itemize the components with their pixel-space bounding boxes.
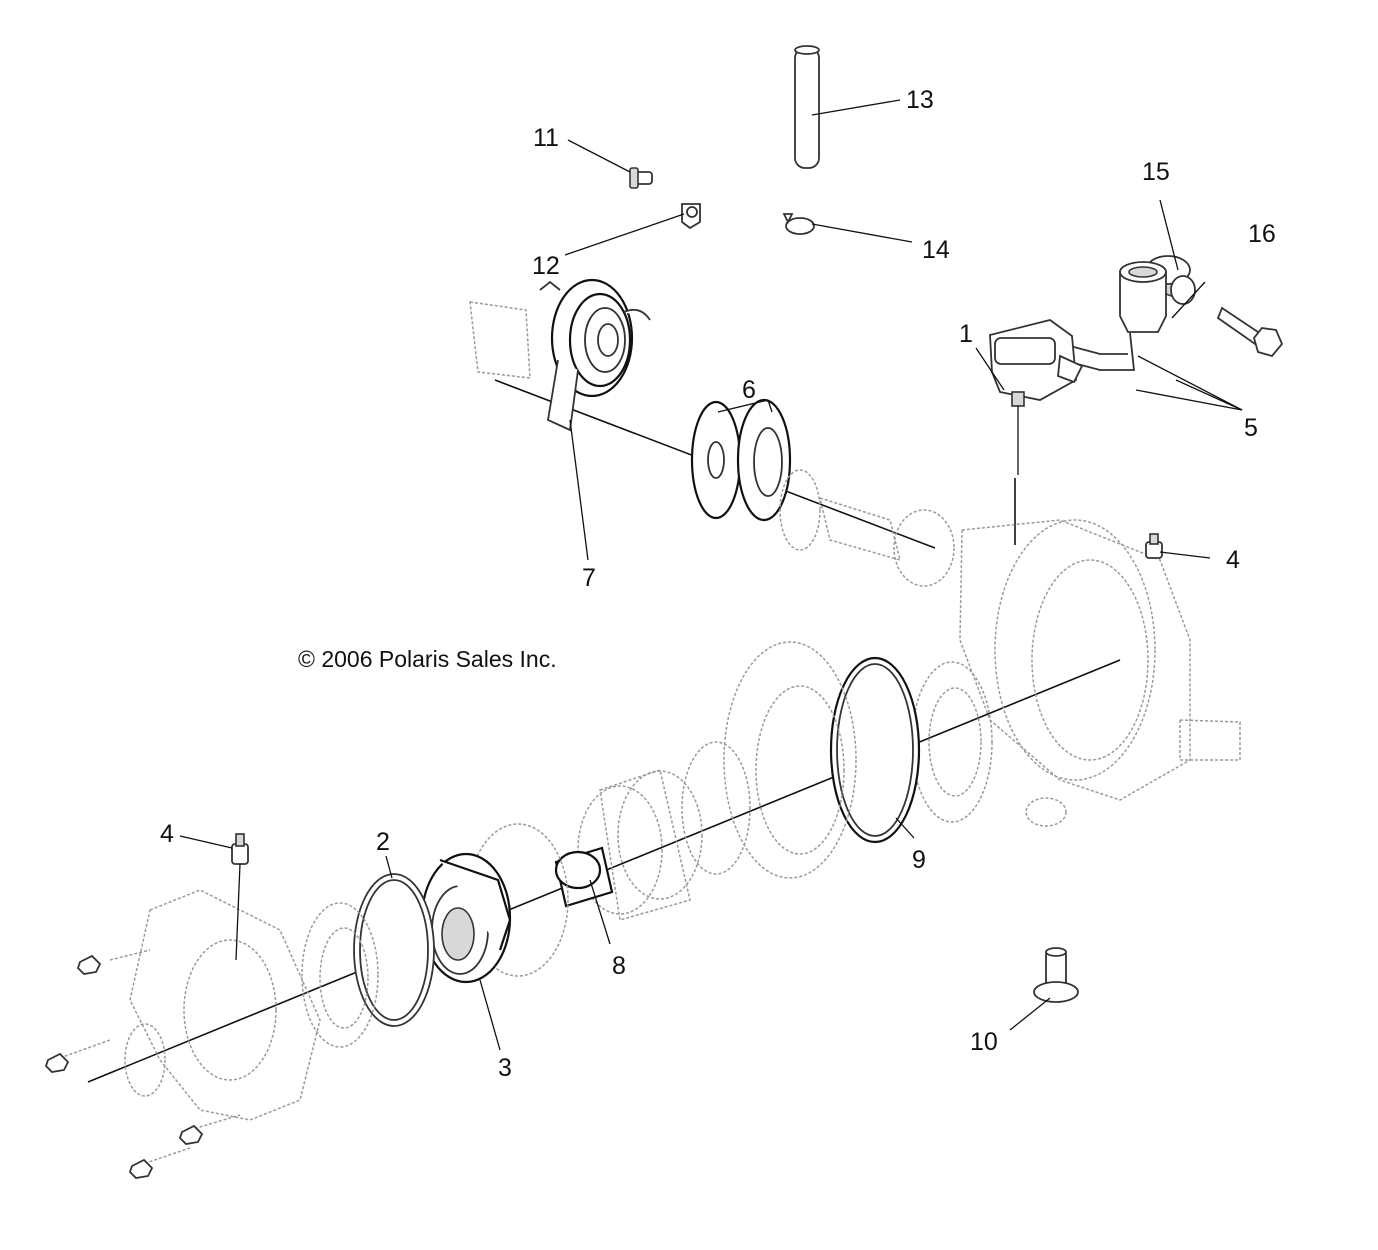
- callout-8: 8: [612, 952, 626, 980]
- part-seal-large: [911, 661, 993, 823]
- callout-4-right: 4: [1226, 546, 1240, 574]
- part-12-clamp[interactable]: [681, 203, 701, 230]
- roller-cage: [577, 769, 703, 921]
- part-2-ring[interactable]: [353, 873, 435, 1027]
- part-11-bolt[interactable]: [629, 167, 653, 189]
- part-9-o-ring[interactable]: [829, 656, 921, 844]
- callout-3: 3: [498, 1054, 512, 1082]
- callout-6: 6: [742, 376, 756, 404]
- part-13-tube[interactable]: [794, 45, 820, 169]
- part-16-bolt[interactable]: [1216, 306, 1284, 358]
- part-6-washer[interactable]: [690, 398, 792, 522]
- leader-lines: [179, 99, 1243, 1051]
- seal-left: [301, 902, 379, 1048]
- part-5-reservoir[interactable]: [1056, 261, 1167, 371]
- callout-11: 11: [533, 124, 559, 152]
- part-8-bushing[interactable]: [554, 846, 614, 908]
- part-14-hose-clamp[interactable]: [782, 213, 815, 235]
- friction-plate: [467, 823, 569, 977]
- callout-2: 2: [376, 828, 390, 856]
- callout-9: 9: [912, 846, 926, 874]
- right-housing: [959, 519, 1241, 827]
- part-7-coil-assembly[interactable]: [469, 278, 651, 432]
- left-bolts: [44, 954, 204, 1179]
- callout-12: 12: [532, 252, 560, 280]
- callout-10: 10: [970, 1028, 998, 1056]
- callout-16: 16: [1248, 220, 1276, 248]
- callout-7: 7: [582, 564, 596, 592]
- callout-15: 15: [1142, 158, 1170, 186]
- callout-13: 13: [906, 86, 934, 114]
- callout-5: 5: [1244, 414, 1258, 442]
- ring-gear: [681, 641, 857, 879]
- part-4-fitting-lower[interactable]: [231, 833, 249, 961]
- callout-1: 1: [959, 320, 973, 348]
- left-housing: [59, 889, 321, 1166]
- part-4-fitting-upper[interactable]: [1145, 533, 1163, 559]
- part-10-bolt[interactable]: [1033, 947, 1079, 1003]
- callout-14: 14: [922, 236, 950, 264]
- upper-shaft: [779, 469, 955, 587]
- callout-4-left: 4: [160, 820, 174, 848]
- part-1-master-cylinder[interactable]: [989, 319, 1084, 475]
- copyright-notice: © 2006 Polaris Sales Inc.: [298, 646, 557, 672]
- part-3-hub[interactable]: [420, 852, 512, 984]
